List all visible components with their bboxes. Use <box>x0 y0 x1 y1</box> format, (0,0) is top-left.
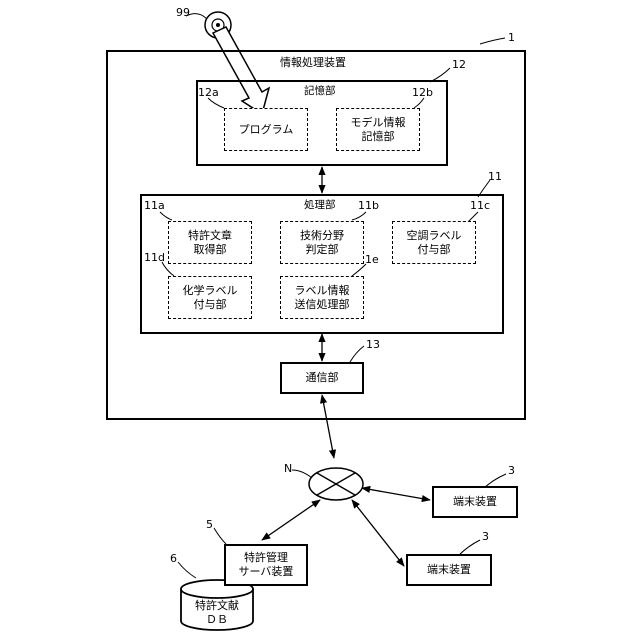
patent-doc-line2: 取得部 <box>194 243 227 257</box>
ref-6: 6 <box>170 552 177 565</box>
terminal-device-2: 端末装置 <box>406 554 492 586</box>
ref-5: 5 <box>206 518 213 531</box>
db-line2: ＤＢ <box>206 613 228 627</box>
terminal-1-label: 端末装置 <box>453 495 497 509</box>
tech-field-judgment-block: 技術分野 判定部 <box>280 221 364 264</box>
comm-label: 通信部 <box>306 371 339 385</box>
terminal-device-1: 端末装置 <box>432 486 518 518</box>
ref-11c: 11c <box>470 199 490 212</box>
model-info-line2: 記憶部 <box>362 130 395 144</box>
storage-title: 記憶部 <box>304 85 336 98</box>
ref-11b: 11b <box>358 199 379 212</box>
model-info-line1: モデル情報 <box>351 116 406 130</box>
aircon-label-block: 空調ラベル 付与部 <box>392 221 476 264</box>
terminal-2-label: 端末装置 <box>427 563 471 577</box>
chem-label-block: 化学ラベル 付与部 <box>168 276 252 319</box>
label-send-line2: 送信処理部 <box>295 298 350 312</box>
patent-management-server: 特許管理 サーバ装置 <box>224 544 308 586</box>
ref-11: 11 <box>488 170 502 183</box>
program-block: プログラム <box>224 108 308 151</box>
model-info-storage-block: モデル情報 記憶部 <box>336 108 420 151</box>
chem-label-line1: 化学ラベル <box>183 284 238 298</box>
ref-11a: 11a <box>144 199 165 212</box>
ref-12b: 12b <box>412 86 433 99</box>
ref-12: 12 <box>452 58 466 71</box>
label-send-line1: ラベル情報 <box>295 284 350 298</box>
tech-field-line2: 判定部 <box>306 243 339 257</box>
tech-field-line1: 技術分野 <box>300 229 344 243</box>
network-node-icon <box>309 468 363 500</box>
network-server-link <box>262 500 320 540</box>
patent-doc-acquisition-block: 特許文章 取得部 <box>168 221 252 264</box>
network-terminal1-link <box>362 488 430 500</box>
ref-3-terminal-2: 3 <box>482 530 489 543</box>
ref-12a: 12a <box>198 86 219 99</box>
ref-11d: 11d <box>144 251 165 264</box>
patent-db-label: 特許文献 ＤＢ <box>181 598 253 628</box>
device-title: 情報処理装置 <box>280 56 346 69</box>
db-line1: 特許文献 <box>195 599 239 613</box>
leader-N <box>292 470 312 478</box>
processing-title: 処理部 <box>304 199 336 212</box>
chem-label-line2: 付与部 <box>194 298 227 312</box>
ref-N: N <box>284 462 292 475</box>
leader-5 <box>214 528 226 544</box>
patent-doc-line1: 特許文章 <box>188 229 232 243</box>
network-terminal2-link <box>352 500 404 566</box>
ref-3-terminal-1: 3 <box>508 464 515 477</box>
ref-13: 13 <box>366 338 380 351</box>
server-line2: サーバ装置 <box>239 565 294 579</box>
ref-99: 99 <box>176 6 190 19</box>
leader-6 <box>178 562 196 578</box>
program-label: プログラム <box>239 123 294 137</box>
aircon-label-line2: 付与部 <box>418 243 451 257</box>
label-send-block: ラベル情報 送信処理部 <box>280 276 364 319</box>
server-line1: 特許管理 <box>244 551 288 565</box>
aircon-label-line1: 空調ラベル <box>407 229 462 243</box>
ref-1: 1 <box>508 31 515 44</box>
leader-1 <box>480 38 505 44</box>
communication-unit: 通信部 <box>280 362 364 394</box>
